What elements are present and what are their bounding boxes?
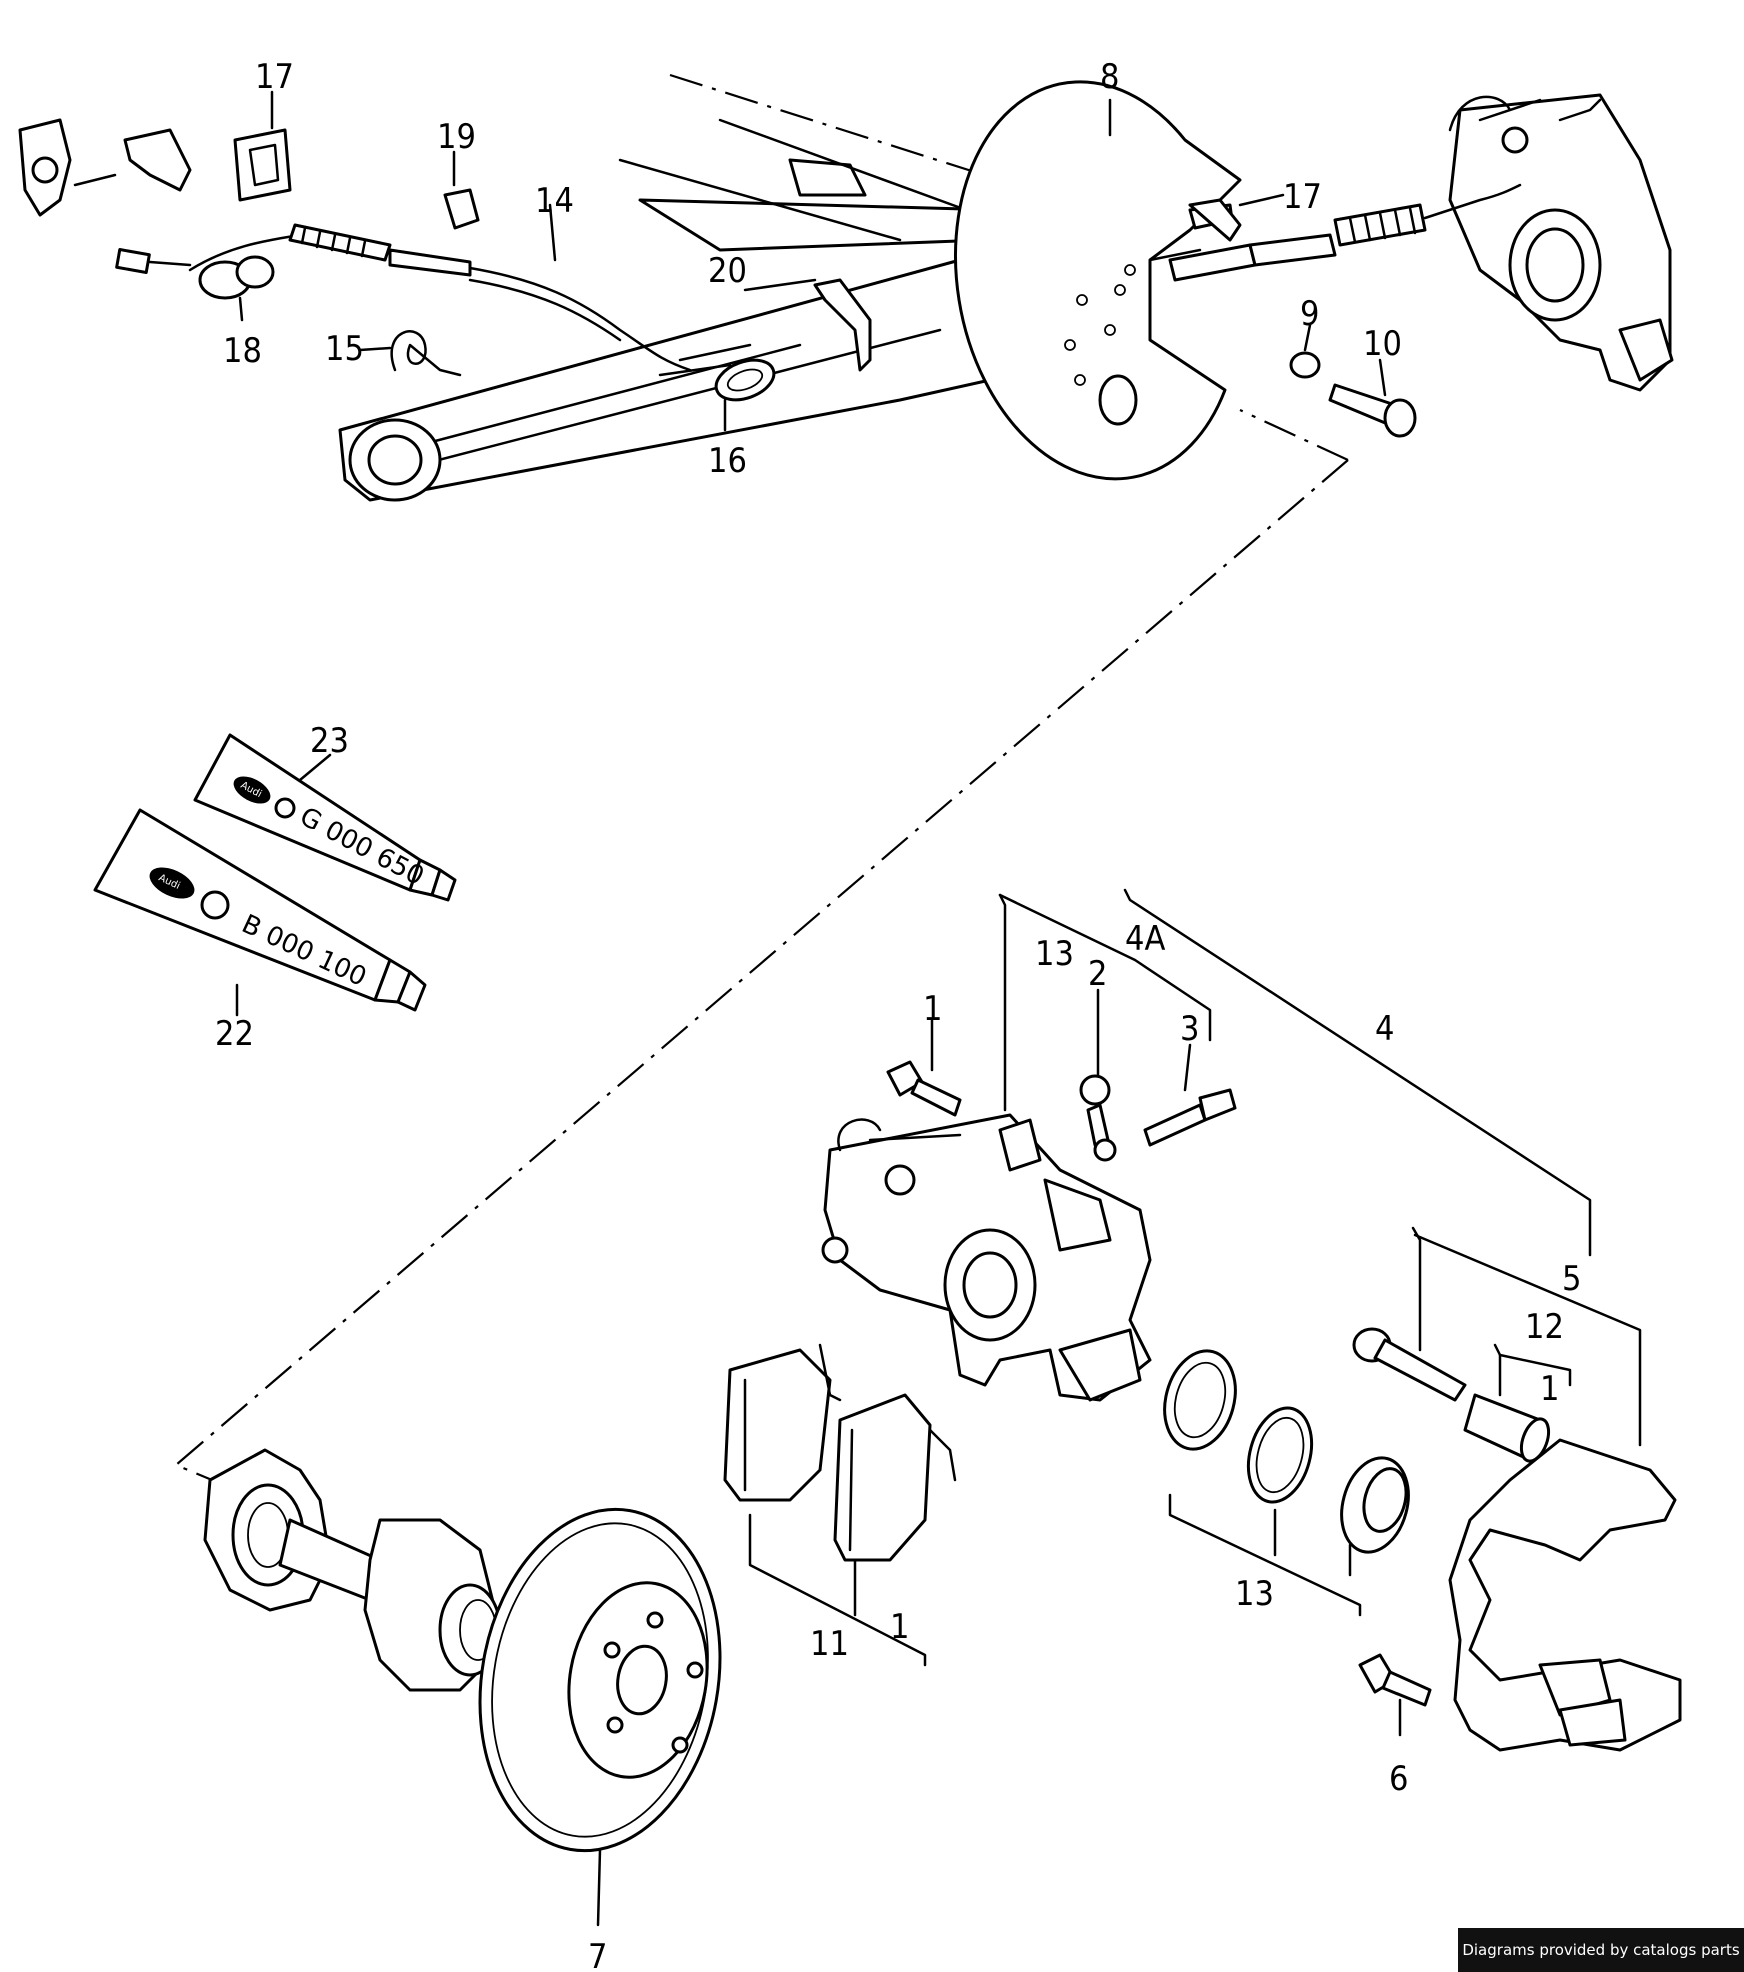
callout-16: 16 [708,441,747,481]
spring-15 [390,330,462,377]
bracket-20 [813,278,872,372]
audi-logo-large [149,867,195,899]
callout-15: 15 [325,329,364,369]
brake-pad-inner [833,1393,957,1562]
bleeder-fitting-2 [1079,1074,1117,1162]
brake-pad-outer [723,1343,842,1502]
leader-lines [235,90,1402,1927]
bolt-1-upper [886,1060,962,1117]
callout-2: 2 [1088,954,1107,994]
bolt-10 [1328,383,1417,438]
bracket-lines [748,888,1642,1667]
piston-seal-2 [1246,1406,1314,1504]
callout-21: 19 [437,117,476,157]
callout-4a: 4A [1125,919,1165,959]
callout-4: 4 [1375,1009,1394,1049]
clip-17 [1188,198,1242,242]
washer-9 [1289,351,1321,379]
vw-logo-large [200,890,230,920]
brake-disc [478,1507,722,1853]
assembly-dash-line [173,409,1349,1487]
piston-seal-1 [1163,1349,1237,1451]
callout-19: 17 [255,57,294,97]
callout-labels: 17 19 14 20 15 18 16 8 17 9 10 23 22 13 … [215,57,1581,1972]
callout-8: 8 [1100,57,1119,97]
clip-19 [233,128,292,202]
bolt-6 [1358,1653,1432,1707]
clip-16 [714,358,776,402]
callout-9: 9 [1300,294,1319,334]
callout-7: 7 [588,1937,607,1972]
callout-20: 20 [708,251,747,291]
callout-23: 23 [310,721,349,761]
guide-boot-12 [1463,1393,1551,1463]
trailing-arm [338,118,1002,502]
callout-1-right: 1 [1540,1369,1559,1409]
callout-17: 17 [1283,177,1322,217]
audi-logo-small [233,776,271,804]
callout-6: 6 [1389,1759,1408,1799]
vw-logo-small [274,797,296,819]
callout-13-top: 13 [1035,934,1074,974]
handbrake-cable [115,223,692,372]
callout-18: 18 [223,331,262,371]
callout-14: 14 [535,181,574,221]
callout-5: 5 [1562,1259,1581,1299]
callout-3: 3 [1180,1009,1199,1049]
clip-21 [443,188,480,230]
caliper-carrier [1448,1438,1682,1752]
cable-bracket-left [18,118,192,217]
brake-caliper [821,1113,1152,1402]
piston-seal-3 [1340,1456,1410,1554]
callout-22: 22 [215,1014,254,1054]
callout-10: 10 [1363,324,1402,364]
wheel-hub [203,1448,502,1692]
grommet-18 [198,255,275,300]
diagram-credit: Diagrams provided by catalogs parts [1458,1928,1744,1972]
callout-11: 11 [810,1624,849,1664]
callout-12: 12 [1525,1307,1564,1347]
callout-1-top: 1 [923,989,942,1029]
rear-caliper-upper [1448,93,1674,392]
bleeder-screw-3 [1143,1088,1237,1147]
callout-1-bottom: 1 [890,1607,909,1647]
guide-bolt [1352,1327,1467,1402]
callout-13-bottom: 13 [1235,1574,1274,1614]
brake-backing-plate [954,80,1242,481]
